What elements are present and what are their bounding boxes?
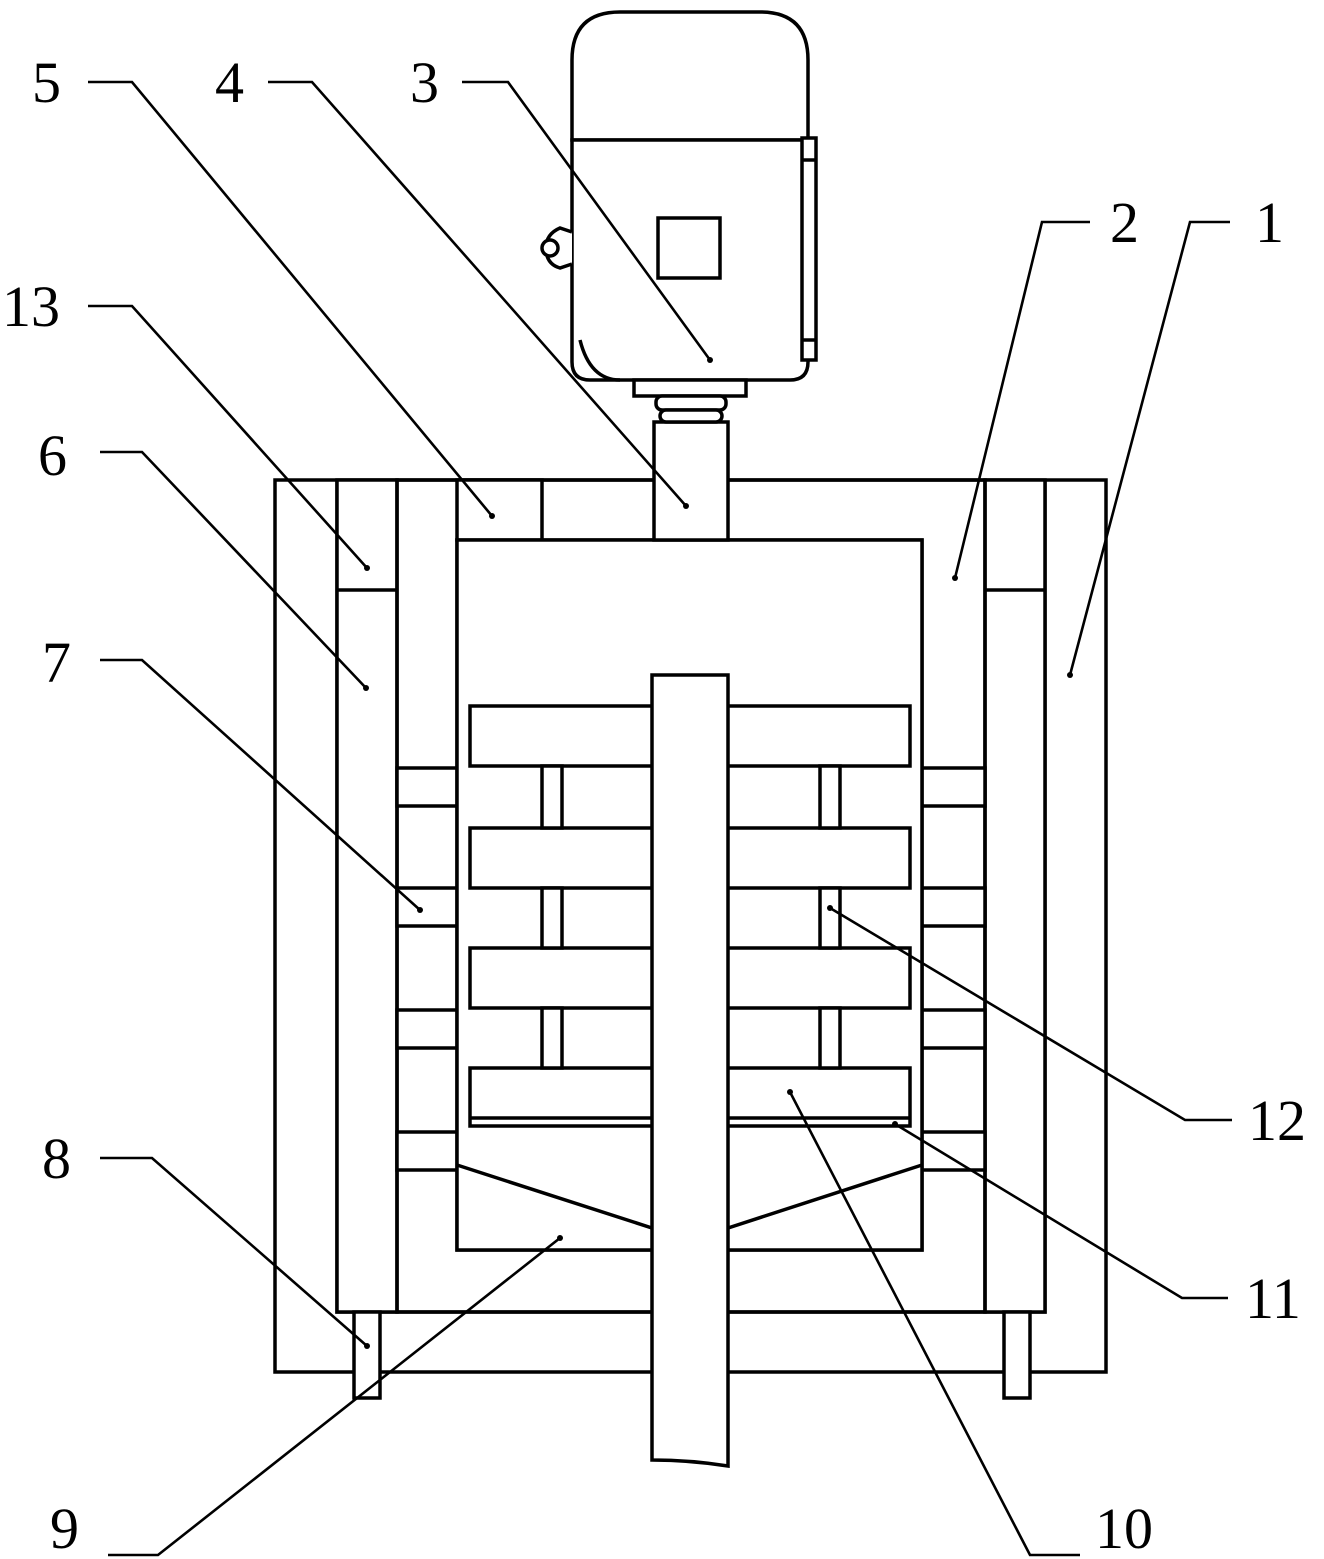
- label-8: 8: [42, 1126, 71, 1191]
- heating-rods: [395, 766, 987, 1172]
- label-12: 12: [1248, 1088, 1306, 1153]
- label-9: 9: [50, 1496, 79, 1559]
- main-shaft: [650, 420, 730, 1469]
- label-5: 5: [32, 50, 61, 115]
- motor: [540, 10, 818, 424]
- jacket-channel-left: [335, 478, 399, 1314]
- leader-lines: [88, 80, 1232, 1557]
- drain-pipes: [352, 1310, 1032, 1400]
- label-7: 7: [42, 630, 71, 695]
- label-2: 2: [1110, 190, 1139, 255]
- jacket-channel-right: [983, 478, 1047, 1314]
- label-4: 4: [215, 50, 244, 115]
- label-10: 10: [1095, 1496, 1153, 1559]
- label-6: 6: [38, 423, 67, 488]
- label-13: 13: [2, 274, 60, 339]
- leader-dots: [363, 357, 1073, 1349]
- part-labels: 1 2 3 4 5 6 7 8 9 10 11 12 13: [2, 50, 1306, 1559]
- label-3: 3: [410, 50, 439, 115]
- label-11: 11: [1245, 1266, 1301, 1331]
- label-1: 1: [1255, 190, 1284, 255]
